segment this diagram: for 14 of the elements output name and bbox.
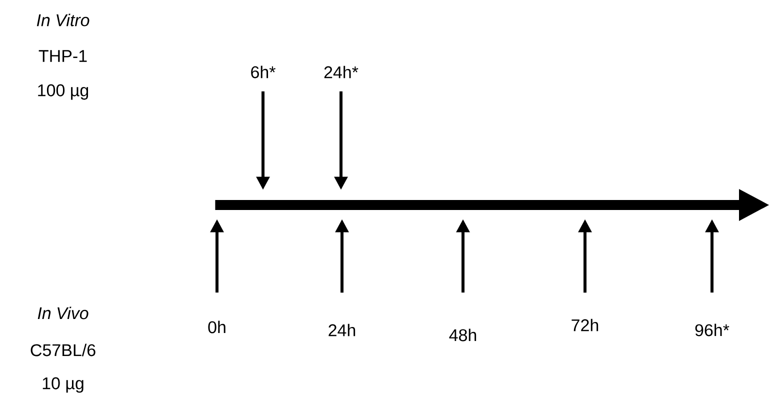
time-label: 48h [449, 328, 476, 342]
group-label: THP-1 [38, 50, 87, 62]
group-label: 100 µg [38, 84, 88, 100]
timeline-arrow [215, 188, 769, 221]
time-label: 24h* [324, 66, 358, 78]
group-label: In Vivo [38, 306, 88, 320]
group-label: In Vitro [36, 14, 90, 26]
time-label: 96h* [695, 324, 730, 336]
time-label: 24h [328, 324, 356, 336]
time-label: 0h [208, 320, 226, 334]
time-label: 6h* [251, 66, 276, 78]
group-label: 10 µg [42, 377, 84, 393]
group-label: C57BL/6 [30, 344, 96, 356]
time-label: 72h [572, 318, 598, 332]
